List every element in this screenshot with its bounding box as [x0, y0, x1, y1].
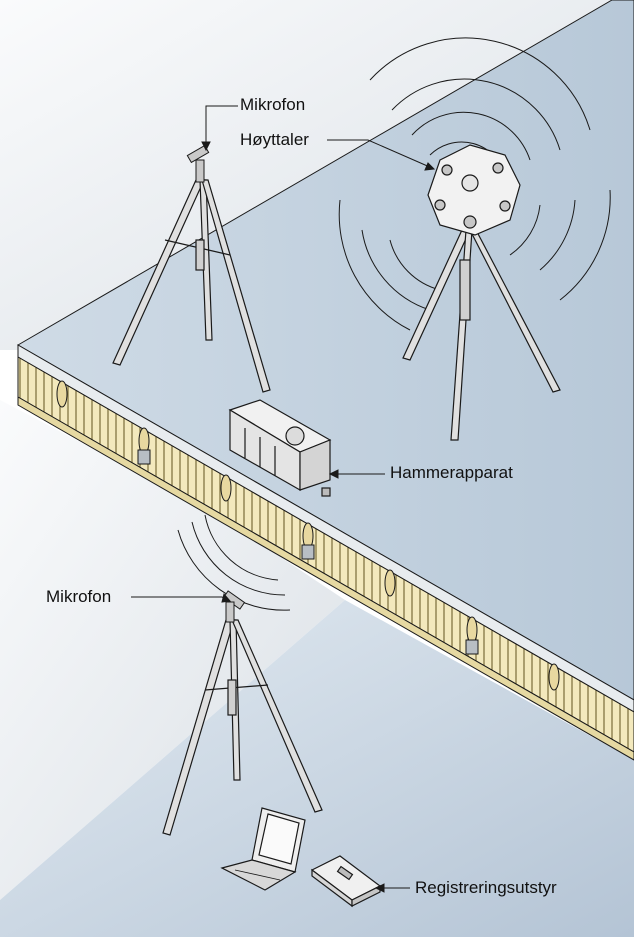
upper-room-wall	[0, 0, 612, 350]
tapping-machine-icon	[228, 399, 332, 497]
tripod-icon	[162, 619, 323, 836]
floor-slab	[17, 0, 634, 761]
hangers	[137, 449, 479, 655]
beam-blocks	[56, 380, 560, 691]
bottom-beam	[17, 396, 634, 761]
sound-wave-icon	[177, 514, 291, 611]
speaker-icon	[427, 144, 521, 236]
leader-lines	[131, 105, 436, 893]
label-speaker: Høyttaler	[240, 130, 309, 149]
joist-layer	[17, 356, 634, 753]
label-microphone-bottom: Mikrofon	[46, 587, 112, 606]
lower-room-wall	[0, 400, 345, 900]
tripod-icon	[112, 179, 271, 393]
slab-edge	[17, 344, 634, 713]
laptop-icon	[220, 807, 306, 891]
microphone-icon	[222, 590, 246, 623]
sound-wave-icon	[338, 37, 611, 331]
lower-room-floor	[0, 600, 634, 937]
label-recording-equipment: Registreringsutstyr	[415, 878, 557, 897]
recorder-icon	[310, 855, 382, 908]
label-tapping-machine: Hammerapparat	[390, 463, 513, 482]
label-microphone-top: Mikrofon	[240, 95, 306, 114]
